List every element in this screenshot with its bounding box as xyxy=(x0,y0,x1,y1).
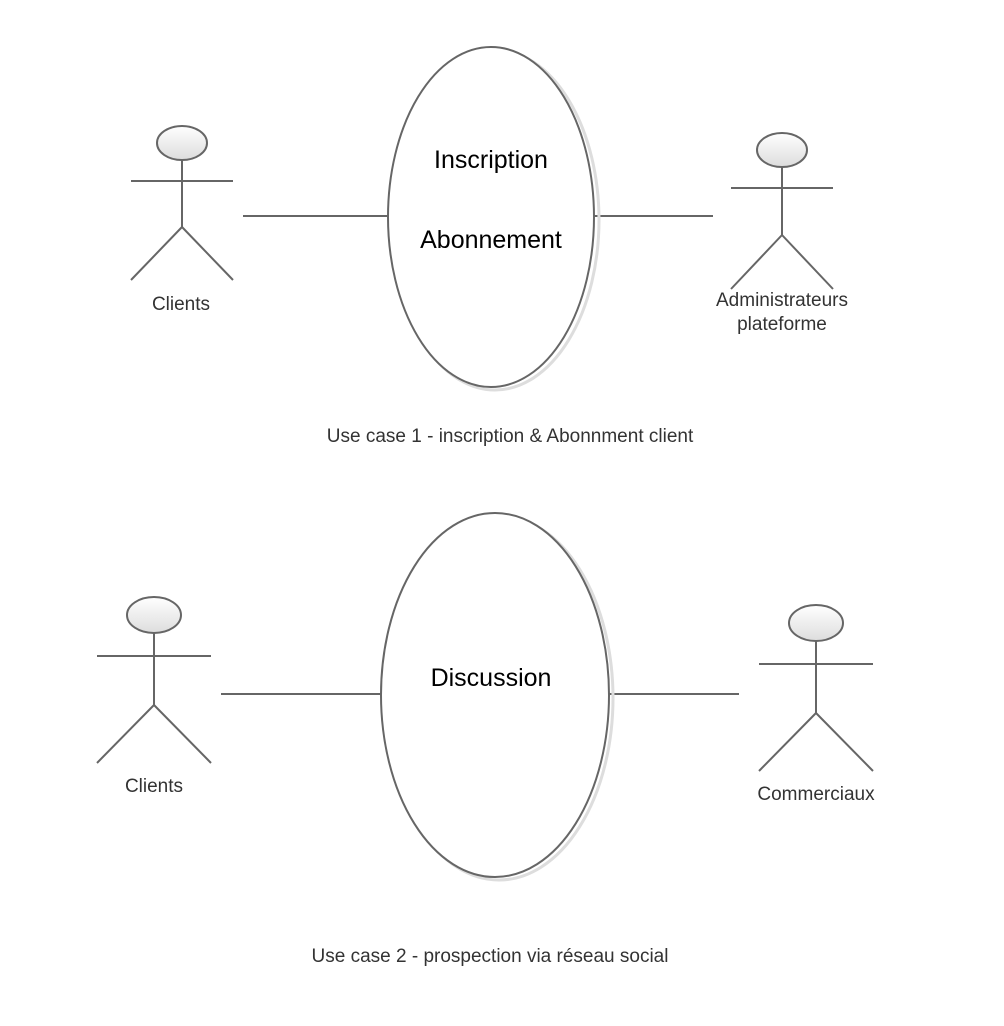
actor-right-leg xyxy=(815,712,874,772)
actor-clients-1-figure[interactable] xyxy=(130,125,234,281)
actor-commerciaux-figure[interactable] xyxy=(758,604,874,772)
diagram-1 xyxy=(130,46,834,392)
actor-left-leg xyxy=(96,704,155,764)
actor-head xyxy=(756,132,808,168)
actor-head xyxy=(156,125,208,161)
use-case-label-discussion: Discussion xyxy=(430,664,552,692)
diagram-caption-1: Use case 1 - inscription & Abonnment cli… xyxy=(326,426,694,447)
actor-head xyxy=(126,596,182,634)
use-case-label-abonnement: Abonnement xyxy=(420,226,562,254)
actor-clients-2-figure[interactable] xyxy=(96,596,212,764)
actor-right-leg xyxy=(781,234,834,290)
actor-label-administrateurs: Administrateurs plateforme xyxy=(716,290,848,335)
actor-label-clients-1: Clients xyxy=(151,294,211,315)
actor-head xyxy=(788,604,844,642)
actor-left-leg xyxy=(758,712,817,772)
diagram-caption-2: Use case 2 - prospection via réseau soci… xyxy=(311,946,669,967)
actor-left-leg xyxy=(130,226,183,281)
actor-left-leg xyxy=(730,234,783,290)
actor-right-leg xyxy=(153,704,212,764)
actor-label-clients-2: Clients xyxy=(124,776,184,797)
actor-administrateurs-figure[interactable] xyxy=(730,132,834,290)
actor-label-commerciaux: Commerciaux xyxy=(757,784,875,805)
use-case-label-inscription: Inscription xyxy=(434,146,548,174)
actor-right-leg xyxy=(181,226,234,281)
diagram-2 xyxy=(96,512,874,882)
use-case-ellipse-2[interactable] xyxy=(380,512,610,878)
use-case-ellipse-1[interactable] xyxy=(387,46,595,388)
